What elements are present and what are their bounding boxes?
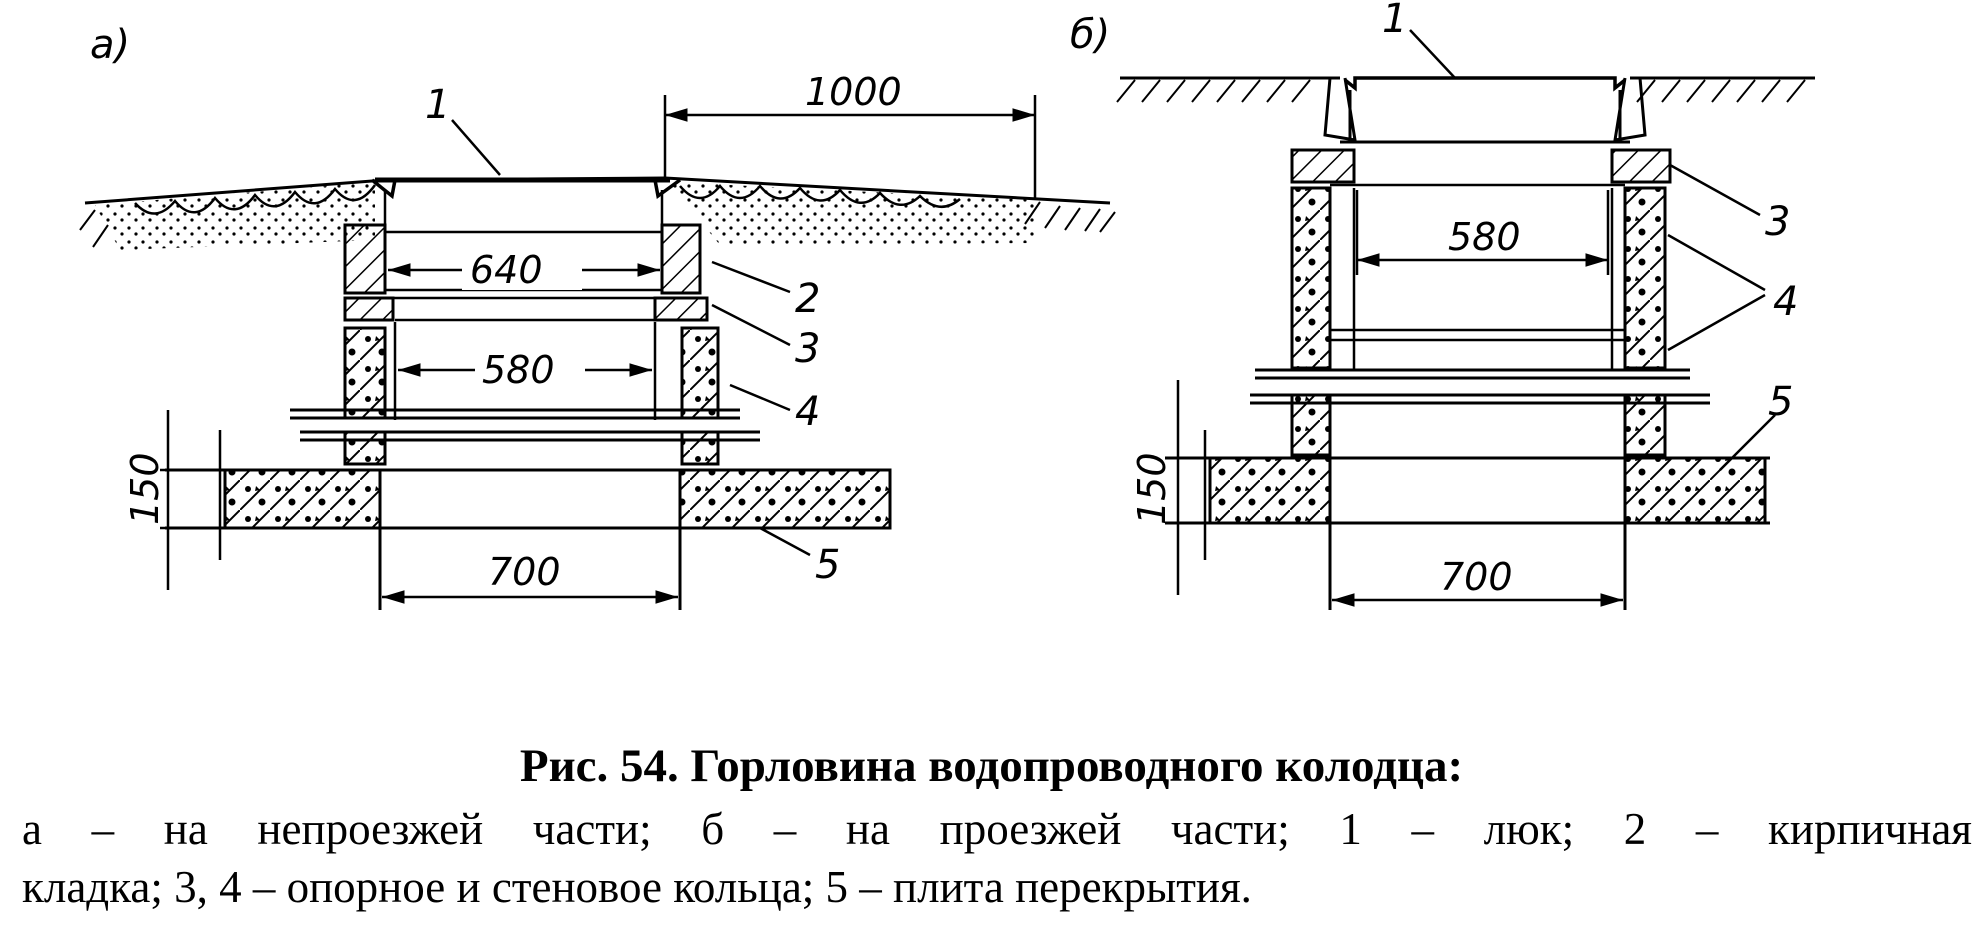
wall-ring-4 [1290, 186, 1332, 370]
slab-outline [165, 468, 890, 610]
dim-label-150: 150 [1130, 452, 1174, 525]
callout-3: 3 [795, 326, 820, 372]
ring-joint [290, 408, 760, 442]
wall-ring-4 [680, 326, 720, 420]
slab-outline [1165, 456, 1770, 610]
dim-label-580: 580 [482, 348, 555, 392]
floor-slab-5 [678, 468, 892, 530]
panel-a-label: а) [90, 22, 130, 68]
callout-5: 5 [1768, 379, 1793, 425]
wall-ring-4 [680, 430, 720, 466]
manhole-neck-figure: а) 1000 640 580 [79, 0, 1815, 610]
callout-4: 4 [1773, 279, 1798, 325]
wall-ring-4 [343, 326, 387, 420]
floor-slab-5 [223, 468, 382, 530]
panel-b-roadway: б) 580 150 700 1 3 4 5 [1070, 0, 1815, 610]
callout-4: 4 [795, 389, 820, 435]
dim-ext [663, 95, 1037, 200]
support-ring-3 [653, 296, 709, 322]
wall-ring-4 [1623, 186, 1667, 370]
ring-joint [1250, 368, 1710, 405]
figure-caption-title: Рис. 54. Горловина водопроводного колодц… [519, 740, 1464, 792]
leader-lines [1409, 29, 1776, 471]
wall-ring-4 [1623, 393, 1667, 457]
brick-masonry-2 [660, 223, 702, 295]
sand-bed [668, 182, 1035, 245]
soil-hatch [1116, 79, 1806, 103]
wall-ring-4 [1290, 393, 1332, 457]
dim-label-1000: 1000 [805, 70, 902, 114]
support-ring-3 [343, 296, 395, 322]
floor-slab-5 [1208, 456, 1332, 525]
dim-label-700: 700 [1440, 555, 1513, 599]
support-ring-3 [1290, 148, 1356, 184]
callout-1: 1 [1382, 0, 1407, 42]
cover-frame [1323, 77, 1647, 142]
caption-line-1: а – на непроезжей части; б – на проезжей… [22, 804, 1972, 854]
sand-bed [95, 182, 375, 250]
brick-masonry-2 [343, 223, 387, 295]
ring-outline [1330, 183, 1625, 370]
dim-label-700: 700 [488, 550, 561, 594]
support-ring-3 [1610, 148, 1672, 184]
callout-3: 3 [1765, 199, 1790, 245]
cover-body [1340, 90, 1630, 144]
dim-ticks-150 [1170, 430, 1207, 560]
soil-hatch [79, 201, 1116, 248]
pavement-stones [134, 184, 961, 215]
panel-a-sidewalk: а) 1000 640 580 [79, 22, 1116, 610]
dim-label-640: 640 [470, 248, 543, 292]
wall-ring-4 [343, 430, 387, 466]
leader-lines [451, 119, 811, 557]
caption-line-2: кладка; 3, 4 – опорное и стеновое кольца… [22, 862, 1252, 912]
dim-label-580: 580 [1448, 215, 1521, 259]
panel-b-label: б) [1070, 12, 1110, 58]
floor-slab-5 [1623, 456, 1767, 525]
callout-2: 2 [795, 276, 820, 322]
dim-ticks-150 [160, 430, 222, 560]
manhole-cover-1 [1343, 76, 1627, 92]
dim-ext [1355, 190, 1610, 275]
dim-label-150: 150 [123, 452, 167, 525]
callout-5: 5 [815, 542, 840, 588]
callout-1: 1 [425, 82, 450, 128]
figure-caption-legend: а – на непроезжей части; б – на проезжей… [22, 800, 1972, 916]
